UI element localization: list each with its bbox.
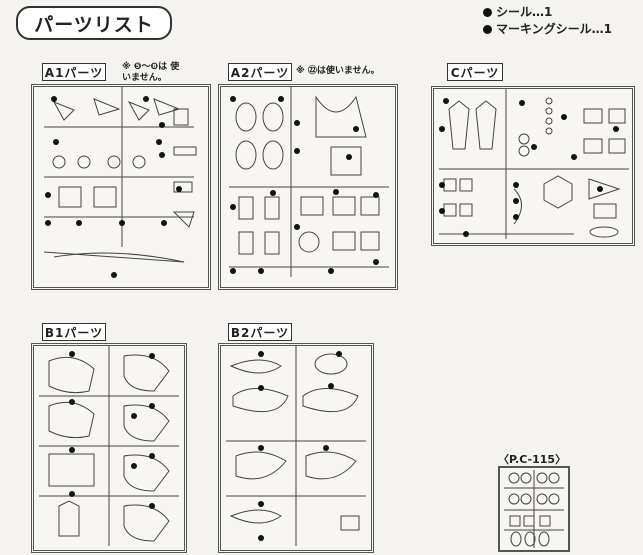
runner-b1 [31,343,187,553]
part-number-markers [258,351,342,541]
runner-a2 [218,84,398,290]
runner-label-a2: A2パーツ [228,63,292,81]
runner-label-b2: B2パーツ [228,323,292,341]
runner-b2-drawing [226,346,366,546]
legend: シール…1 マーキングシール…1 [483,4,612,38]
runner-label-pc: 〈P.C-115〉 [498,453,567,466]
runner-b1-drawing [39,346,179,546]
page-title: パーツリスト [16,6,172,40]
runner-c [431,86,635,246]
runner-label-text: B1パーツ [44,325,104,340]
runner-a2-drawing [229,87,389,277]
legend-item-marking-seal: マーキングシール…1 [483,21,612,38]
runner-label-c: Cパーツ [447,63,503,81]
part-number-markers [230,96,379,274]
runner-pc-drawing [504,470,564,548]
runner-note-a1: ※ ❺～❽は 使いません。 [122,62,180,83]
runner-label-b1: B1パーツ [42,323,106,341]
legend-text: シール…1 [496,5,553,19]
runner-c-drawing [439,89,629,239]
runner-label-text: A2パーツ [230,65,290,80]
legend-item-seal: シール…1 [483,4,612,21]
part-number-markers [69,351,155,509]
runner-b2 [218,343,374,553]
runner-label-a1: A1パーツ [42,63,106,81]
runner-label-text: B2パーツ [230,325,290,340]
part-number-markers [439,98,619,237]
bullet-icon [483,25,492,34]
part-number-markers [45,96,182,278]
runner-a1-drawing [43,87,197,278]
runner-pc [498,466,570,552]
runner-note-a2: ※ ㉒は使いません。 [296,66,380,76]
bullet-icon [483,8,492,17]
runner-label-text: Cパーツ [450,65,500,80]
runner-a1 [31,84,211,290]
legend-text: マーキングシール…1 [496,22,612,36]
page-title-text: パーツリスト [34,13,154,36]
runner-label-text: A1パーツ [44,65,104,80]
